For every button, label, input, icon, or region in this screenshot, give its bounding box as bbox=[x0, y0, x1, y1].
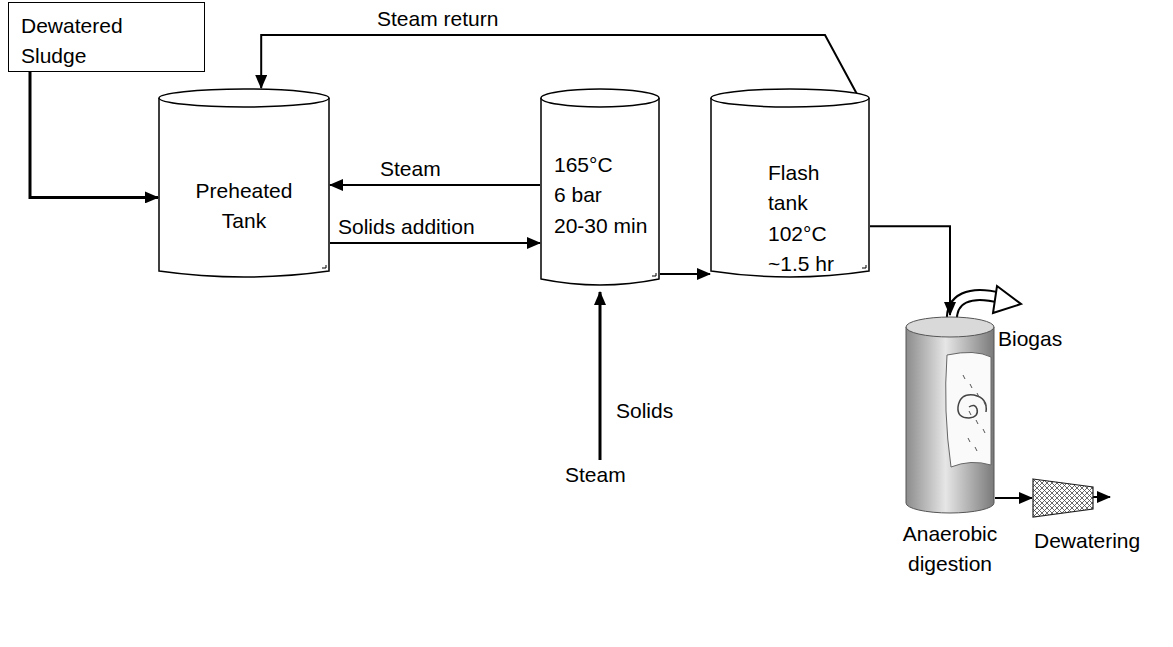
cake-outlet-arrow bbox=[1093, 496, 1110, 498]
stream-label: Steam bbox=[563, 462, 628, 487]
node-detail: 102°C bbox=[768, 219, 862, 249]
reactor-tank: 165°C6 bar20-30 min bbox=[540, 88, 660, 288]
edge-label: Steam return bbox=[375, 6, 500, 31]
node-detail: 20-30 min bbox=[554, 211, 654, 241]
edge-label: Solids addition bbox=[336, 214, 477, 239]
gas-label: Biogas bbox=[996, 326, 1064, 351]
flow-arrow bbox=[30, 72, 158, 197]
flow-arrow bbox=[330, 184, 540, 186]
node-text: Preheated Tank bbox=[184, 176, 304, 237]
stream-label: Solids bbox=[614, 398, 675, 423]
dewatering-unit: Dewatering bbox=[1030, 478, 1154, 556]
digester-outline bbox=[905, 315, 995, 515]
node-text: Flash tank bbox=[768, 158, 846, 219]
node-detail: 6 bar bbox=[554, 180, 654, 210]
flow-arrow bbox=[261, 35, 858, 96]
flow-arrow bbox=[660, 273, 710, 275]
digester-tank: Anaerobic digestion bbox=[890, 315, 1010, 580]
node-text: Anaerobic digestion bbox=[890, 519, 1010, 580]
flow-arrow bbox=[995, 497, 1032, 499]
edge-label: Steam bbox=[378, 156, 443, 181]
node-detail: ~1.5 hr bbox=[768, 249, 862, 279]
flow-arrow bbox=[330, 242, 540, 244]
node-text: Dewatering bbox=[1034, 526, 1154, 556]
flow-arrow bbox=[870, 226, 950, 315]
input-box: Dewatered Sludge bbox=[8, 2, 205, 72]
node-text: Dewatered Sludge bbox=[21, 11, 141, 72]
steam-inlet-arrow bbox=[599, 292, 602, 460]
node-text: 165°C bbox=[554, 150, 654, 180]
press-outline bbox=[1032, 478, 1094, 518]
preheat-tank: Preheated Tank bbox=[158, 88, 330, 280]
flash-tank: Flash tank102°C~1.5 hr bbox=[710, 88, 870, 280]
